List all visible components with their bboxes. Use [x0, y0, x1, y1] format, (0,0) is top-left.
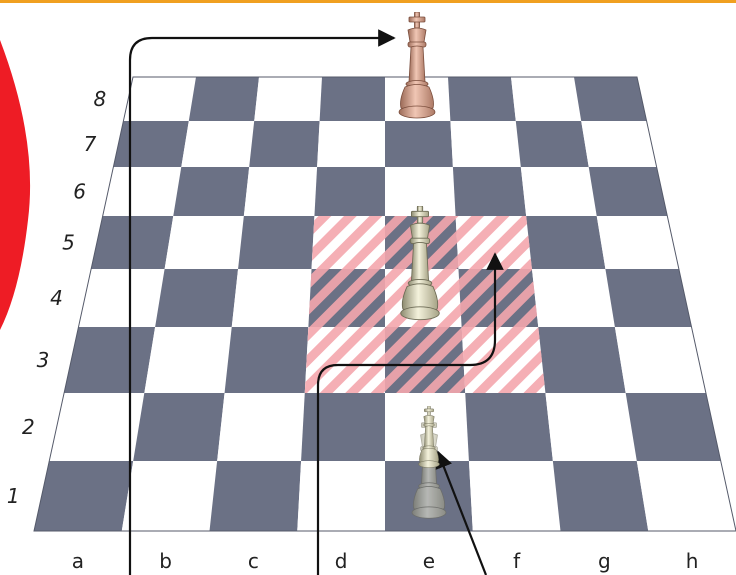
square-c6	[243, 167, 318, 216]
highlight-d5	[311, 216, 385, 269]
rank-label-5: 5	[62, 231, 75, 255]
square-f8	[448, 77, 516, 121]
top-accent-bar	[0, 0, 736, 3]
file-label-c: c	[248, 549, 259, 573]
square-a7	[113, 121, 189, 167]
rank-label-3: 3	[37, 348, 50, 372]
square-b2	[133, 393, 225, 461]
file-label-a: a	[72, 549, 84, 573]
square-g8	[511, 77, 582, 121]
square-h3	[614, 327, 706, 393]
square-a4	[78, 269, 165, 327]
square-c2	[217, 393, 305, 461]
square-a6	[102, 167, 182, 216]
square-h1	[636, 461, 736, 531]
square-h8	[574, 77, 647, 121]
file-label-g: g	[598, 549, 611, 573]
board-border	[33, 76, 736, 532]
square-d7	[317, 121, 385, 167]
rank-label-1: 1	[7, 484, 20, 508]
highlight-d4	[308, 269, 385, 327]
square-b3	[144, 327, 232, 393]
king-zone-highlight	[304, 216, 546, 393]
square-e7	[385, 121, 453, 167]
square-b5	[164, 216, 244, 269]
square-a3	[64, 327, 156, 393]
square-a2	[49, 393, 145, 461]
rank-label-8: 8	[93, 87, 106, 111]
square-g4	[531, 269, 615, 327]
square-h7	[581, 121, 657, 167]
square-b7	[181, 121, 255, 167]
file-labels: a b c d e f g h	[72, 549, 699, 573]
rank-label-6: 6	[73, 180, 86, 204]
square-c3	[224, 327, 309, 393]
square-f1	[468, 461, 561, 531]
square-b8	[188, 77, 259, 121]
square-e6	[385, 167, 456, 216]
arrow-to-e1	[435, 450, 488, 575]
file-label-e: e	[423, 549, 435, 573]
square-b1	[121, 461, 218, 531]
square-g1	[552, 461, 649, 531]
square-c1	[209, 461, 302, 531]
highlight-f3	[461, 327, 546, 393]
square-h2	[625, 393, 721, 461]
square-f6	[452, 167, 527, 216]
square-b6	[173, 167, 250, 216]
board-outline	[33, 76, 736, 532]
square-c4	[231, 269, 312, 327]
square-h4	[605, 269, 692, 327]
square-f2	[465, 393, 553, 461]
king-icon-e8	[398, 12, 436, 119]
square-b4	[155, 269, 239, 327]
rank-label-4: 4	[50, 286, 63, 310]
square-g2	[545, 393, 637, 461]
square-d1	[297, 461, 385, 531]
square-c7	[249, 121, 320, 167]
square-c5	[238, 216, 315, 269]
square-d8	[319, 77, 385, 121]
file-label-d: d	[335, 549, 348, 573]
file-label-b: b	[159, 549, 172, 573]
square-h5	[596, 216, 679, 269]
red-decorative-shape	[0, 40, 31, 330]
rank-label-2: 2	[22, 415, 35, 439]
highlight-f5	[455, 216, 532, 269]
square-g3	[538, 327, 626, 393]
arrow-to-e8	[128, 29, 396, 575]
square-d2	[301, 393, 385, 461]
square-a5	[91, 216, 174, 269]
square-g5	[526, 216, 606, 269]
highlight-e3	[385, 327, 466, 393]
square-g6	[520, 167, 597, 216]
square-d6	[314, 167, 385, 216]
file-label-f: f	[513, 549, 521, 573]
file-label-h: h	[686, 549, 699, 573]
square-f7	[450, 121, 521, 167]
arrow-to-f5	[316, 252, 504, 575]
square-g7	[515, 121, 589, 167]
rank-labels: 8 7 6 5 4 3 2 1	[7, 87, 106, 508]
highlight-d3	[304, 327, 385, 393]
rank-label-7: 7	[84, 132, 97, 156]
highlight-f4	[458, 269, 539, 327]
square-h6	[588, 167, 668, 216]
square-a8	[123, 77, 196, 121]
square-a1	[34, 461, 134, 531]
square-c8	[254, 77, 322, 121]
